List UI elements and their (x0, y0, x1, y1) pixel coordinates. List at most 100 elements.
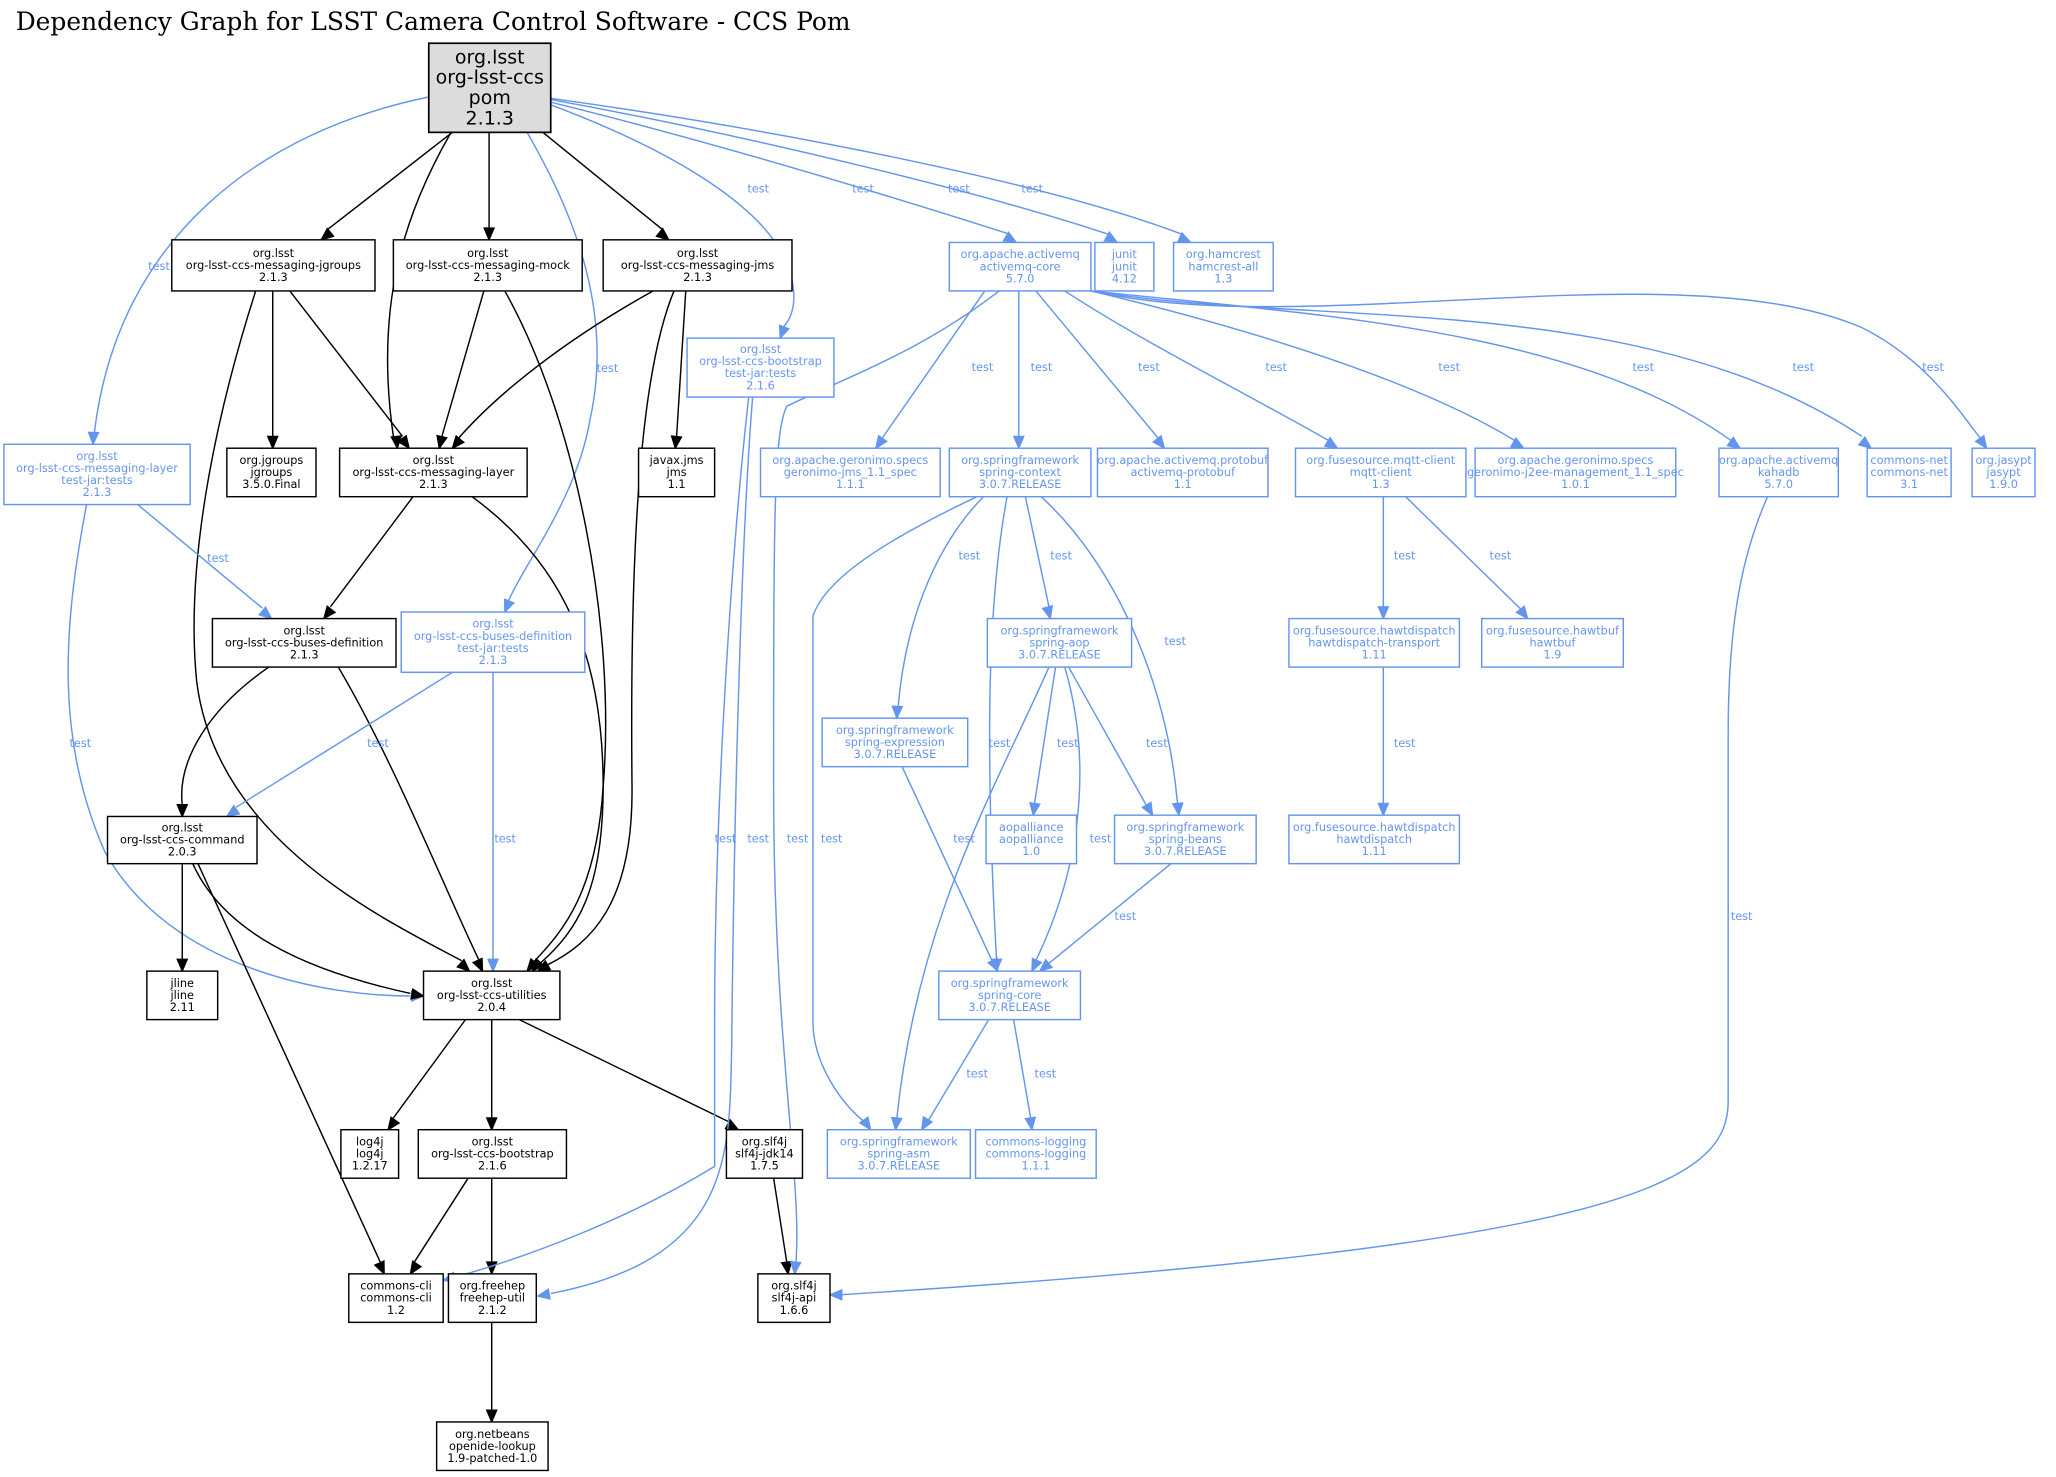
edge-spring-context-to-spring-aop: test (1024, 496, 1073, 621)
node-label-line: 1.0.1 (1561, 478, 1590, 491)
edge-spring-context-to-spring-expression: test (891, 496, 984, 720)
edge-line (1035, 290, 1159, 439)
node-label-line: kahadb (1758, 466, 1800, 479)
edge-utilities-to-slf4j-jdk14 (518, 1018, 740, 1131)
edge-line (413, 1177, 469, 1263)
node-bootstrap-tj[interactable]: org.lsstorg-lsst-ccs-bootstraptest-jar:t… (686, 337, 835, 398)
node-label-line: org-lsst-ccs-bootstrap (699, 355, 822, 368)
node-label-line: org.lsst (467, 247, 509, 260)
edge-label: test (1632, 361, 1654, 374)
arrowhead-icon (87, 431, 100, 446)
node-protobuf[interactable]: org.apache.activemq.protobufactivemq-pro… (1096, 447, 1269, 498)
node-spring-asm[interactable]: org.springframeworkspring-asm3.0.7.RELEA… (826, 1128, 972, 1179)
edge-line (901, 766, 994, 963)
node-box (171, 239, 376, 292)
node-spring-core[interactable]: org.springframeworkspring-core3.0.7.RELE… (938, 970, 1082, 1021)
node-label-line: test-jar:tests (457, 642, 529, 655)
edge-buses-def-tj-to-utilities: test (487, 672, 517, 973)
node-label-line: 4.12 (1112, 272, 1137, 285)
edge-root-to-hamcrest: test (550, 97, 1193, 244)
node-label-line: geronimo-j2ee-management_1.1_spec (1467, 466, 1684, 479)
edge-label: test (989, 737, 1011, 750)
node-label-line: org.slf4j (771, 1280, 816, 1293)
node-box (1288, 617, 1461, 668)
edge-label: test (1922, 361, 1944, 374)
node-label-line: 2.1.6 (746, 379, 775, 392)
edge-activemq-core-to-commons-net: test (1090, 290, 1873, 450)
node-spring-beans[interactable]: org.springframeworkspring-beans3.0.7.REL… (1113, 814, 1257, 865)
node-label-line: org.springframework (1126, 821, 1244, 834)
edge-root-to-bootstrap-tj: test (550, 104, 795, 340)
node-geronimo-j2ee[interactable]: org.apache.geronimo.specsgeronimo-j2ee-m… (1467, 447, 1684, 498)
node-label-line: 2.1.3 (290, 649, 319, 662)
node-msglayer-tj[interactable]: org.lsstorg-lsst-ccs-messaging-layertest… (3, 443, 191, 506)
arrowhead-icon (322, 605, 337, 620)
node-box (821, 717, 969, 768)
edge-buses-def-to-command (176, 666, 270, 819)
arrowhead-icon (319, 227, 335, 241)
node-openide[interactable]: org.netbeansopenide-lookup1.9-patched-1.… (435, 1421, 549, 1472)
node-label-line: spring-context (979, 466, 1061, 479)
node-spring-expression[interactable]: org.springframeworkspring-expression3.0.… (821, 717, 969, 768)
edge-label: test (787, 833, 809, 846)
node-hawtdispatch-transport[interactable]: org.fusesource.hawtdispatchhawtdispatch-… (1288, 617, 1461, 668)
node-spring-context[interactable]: org.springframeworkspring-context3.0.7.R… (948, 447, 1092, 498)
node-jgroups[interactable]: org.lsstorg-lsst-ccs-messaging-jgroups2.… (171, 239, 376, 292)
edge-buses-def-tj-to-command: test (225, 671, 453, 818)
edge-label: test (959, 550, 981, 563)
node-label-line: 3.5.0.Final (242, 478, 300, 491)
arrowhead-icon (1509, 436, 1526, 450)
edge-line (927, 1019, 990, 1121)
node-msglayer[interactable]: org.lsstorg-lsst-ccs-messaging-layer2.1.… (338, 447, 528, 498)
edge-line (1068, 666, 1147, 806)
edge-mock-to-msglayer (436, 290, 485, 450)
node-label-line: org.springframework (961, 454, 1079, 467)
edge-label: test (1265, 361, 1287, 374)
node-buses-def[interactable]: org.lsstorg-lsst-ccs-buses-definition2.1… (211, 617, 397, 668)
edge-jms-to-jms-lib (670, 290, 687, 450)
node-hawtdispatch[interactable]: org.fusesource.hawtdispatchhawtdispatch1… (1288, 814, 1461, 865)
edge-label: test (597, 362, 619, 375)
edge-jgroups-to-msglayer (289, 290, 411, 450)
node-spring-aop[interactable]: org.springframeworkspring-aop3.0.7.RELEA… (986, 617, 1133, 668)
edge-activemq-core-to-kahadb: test (1090, 290, 1742, 450)
node-buses-def-tj[interactable]: org.lsstorg-lsst-ccs-buses-definitiontes… (400, 611, 586, 674)
node-label-line: 3.0.7.RELEASE (979, 478, 1062, 491)
edge-root-to-buses-def-tj: test (503, 132, 619, 614)
nodes-layer: org.lsstorg-lsst-ccspom2.1.3org.lsstorg-… (3, 42, 2036, 1472)
node-box (1113, 814, 1257, 865)
arrowhead-icon (1041, 605, 1054, 621)
edge-line (1040, 496, 1179, 804)
node-box (938, 970, 1082, 1021)
edge-line (896, 666, 1050, 1118)
edge-command-to-commons-cli (197, 863, 385, 1276)
node-geronimo-jms[interactable]: org.apache.geronimo.specsgeronimo-jms_1.… (759, 447, 941, 498)
edge-label: test (1115, 910, 1137, 923)
arrowhead-icon (373, 1260, 385, 1276)
node-label-line: 2.1.3 (683, 271, 712, 284)
